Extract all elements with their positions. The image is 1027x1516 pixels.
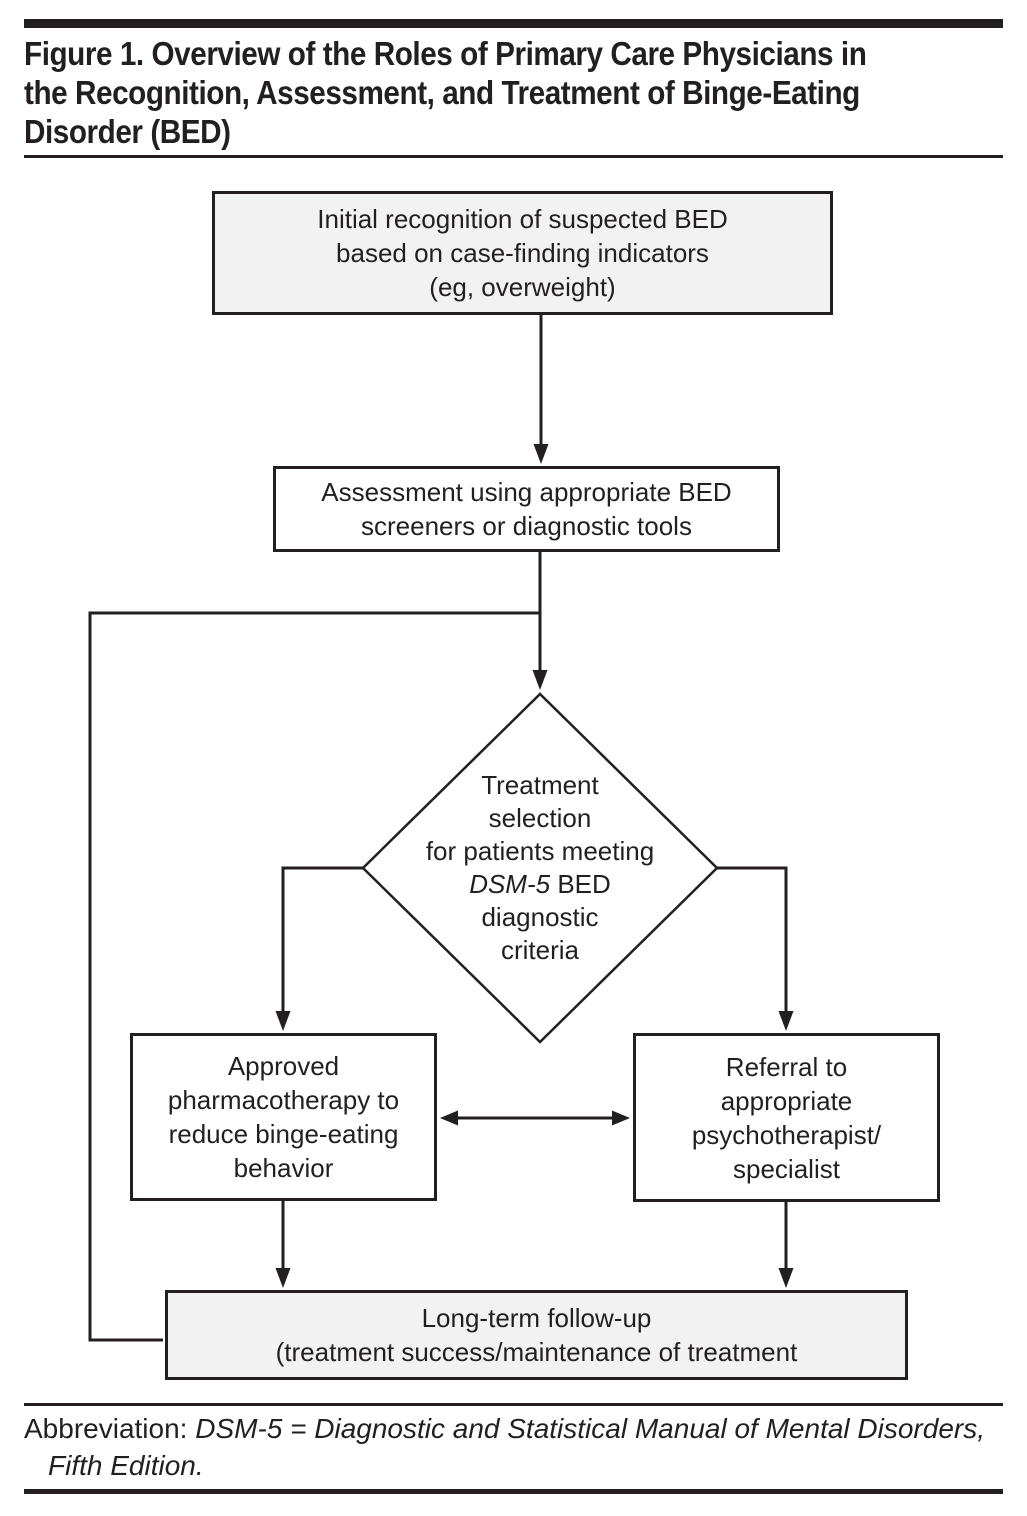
arrowhead-bidirectional-left — [440, 1110, 458, 1126]
footer-divider-rule — [24, 1403, 1003, 1406]
node-long-term-followup: Long-term follow-up (treatment success/m… — [165, 1290, 908, 1380]
arrowhead-bidirectional-right — [612, 1110, 630, 1126]
node-assessment: Assessment using appropriate BED screene… — [273, 466, 780, 552]
abbreviation-citation: DSM-5 = Diagnostic and Statistical Manua… — [48, 1413, 986, 1481]
treatment-selection-text-post: BED diagnostic criteria — [481, 869, 611, 965]
node-referral-label: Referral to appropriate psychotherapist/… — [691, 1051, 882, 1184]
node-initial-recognition-label: Initial recognition of suspected BED bas… — [317, 204, 728, 302]
node-initial-recognition: Initial recognition of suspected BED bas… — [212, 191, 833, 315]
arrowhead-assessment-to-selection — [532, 670, 548, 690]
title-divider-rule — [24, 155, 1003, 158]
bottom-heavy-rule — [24, 1489, 1003, 1494]
arrow-selection-to-referral — [717, 866, 788, 1014]
abbreviation-note: Abbreviation: DSM-5 = Diagnostic and Sta… — [24, 1410, 1027, 1484]
node-long-term-followup-label: Long-term follow-up (treatment success/m… — [275, 1303, 798, 1367]
node-treatment-selection-label: Treatment selection for patients meeting… — [426, 769, 654, 967]
arrowhead-referral-to-followup — [778, 1268, 794, 1288]
arrowhead-initial-to-assessment — [533, 444, 549, 464]
figure-title: Figure 1. Overview of the Roles of Prima… — [24, 35, 867, 150]
arrowhead-selection-to-referral — [778, 1011, 794, 1031]
arrowhead-selection-to-pharmacotherapy — [275, 1011, 291, 1031]
node-referral: Referral to appropriate psychotherapist/… — [633, 1033, 940, 1202]
node-treatment-selection: Treatment selection for patients meeting… — [380, 769, 700, 967]
node-assessment-label: Assessment using appropriate BED screene… — [321, 477, 732, 541]
arrow-selection-to-pharmacotherapy — [281, 866, 363, 1014]
abbreviation-label: Abbreviation: — [24, 1413, 196, 1444]
top-heavy-rule — [24, 19, 1003, 28]
treatment-selection-text-italic: DSM-5 — [469, 869, 551, 899]
treatment-selection-text-pre: Treatment selection for patients meeting — [425, 770, 655, 866]
node-pharmacotherapy-label: Approved pharmacotherapy to reduce binge… — [167, 1051, 400, 1183]
arrowhead-pharmacotherapy-to-followup — [275, 1268, 291, 1288]
node-pharmacotherapy: Approved pharmacotherapy to reduce binge… — [130, 1033, 437, 1201]
feedback-loop-line — [88, 611, 540, 1342]
